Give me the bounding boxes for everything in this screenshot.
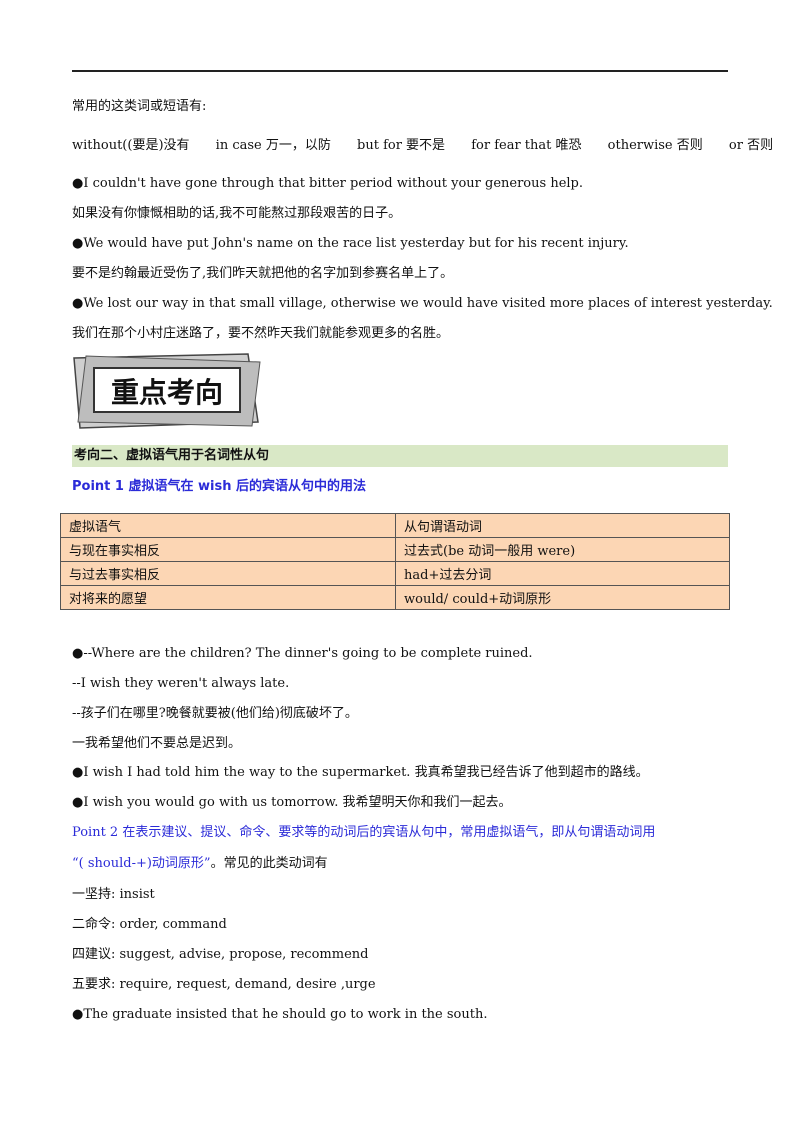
point2-line2: “( should-+)动词原形”。常见的此类动词有 [72, 855, 328, 873]
point2-line1: Point 2 在表示建议、提议、命令、要求等的动词后的宾语从句中，常用虚拟语气… [72, 825, 656, 840]
verb-group: 四建议: suggest, advise, propose, recommend [72, 947, 369, 962]
banner-text: 重点考向 [111, 376, 223, 409]
phrase-item: for fear that 唯恐 [471, 138, 582, 153]
table-cell: 过去式(be 动词一般用 were) [395, 537, 730, 562]
example-line: ●--Where are the children? The dinner's … [72, 646, 533, 661]
phrase-item: in case 万一，以防 [215, 138, 331, 153]
final-example: ●The graduate insisted that he should go… [72, 1007, 488, 1022]
table-cell: would/ could+动词原形 [395, 585, 730, 610]
phrase-item: otherwise 否则 [607, 138, 703, 153]
table-cell: 与过去事实相反 [60, 561, 396, 586]
table-row: 与过去事实相反 had+过去分词 [60, 561, 730, 586]
table-header-cell: 虚拟语气 [60, 513, 396, 538]
example-line: ●I wish I had told him the way to the su… [72, 765, 649, 780]
section-title: 考向二、虚拟语气用于名词性从句 [72, 445, 728, 467]
verb-group: 五要求: require, request, demand, desire ,u… [72, 977, 376, 992]
verb-group: 一坚持: insist [72, 887, 155, 902]
example-line: 一我希望他们不要总是迟到。 [72, 736, 242, 751]
phrase-item: or 否则 [728, 138, 774, 153]
example-zh: 要不是约翰最近受伤了,我们昨天就把他的名字加到参赛名单上了。 [72, 266, 454, 281]
example-line: --孩子们在哪里?晚餐就要被(他们给)彻底破坏了。 [72, 706, 358, 721]
top-rule [72, 70, 728, 72]
example-zh: 我们在那个小村庄迷路了，要不然昨天我们就能参观更多的名胜。 [72, 326, 450, 341]
table-header-row: 虚拟语气 从句谓语动词 [60, 513, 730, 538]
table-cell: 与现在事实相反 [60, 537, 396, 562]
phrase-item: without((要是)没有 [72, 138, 190, 153]
subjunctive-table: 虚拟语气 从句谓语动词 与现在事实相反 过去式(be 动词一般用 were) 与… [60, 513, 730, 610]
point2-rest: 。常见的此类动词有 [210, 856, 328, 871]
point2-formula: “( should-+)动词原形” [72, 856, 211, 871]
example-en: ●We lost our way in that small village, … [72, 296, 773, 311]
verb-group: 二命令: order, command [72, 917, 227, 932]
phrase-list: without((要是)没有 in case 万一，以防 but for 要不是… [72, 137, 795, 155]
table-row: 对将来的愿望 would/ could+动词原形 [60, 585, 730, 610]
table-header-cell: 从句谓语动词 [395, 513, 730, 538]
key-points-banner: 重点考向 [73, 353, 261, 429]
example-zh: 如果没有你慷慨相助的话,我不可能熬过那段艰苦的日子。 [72, 206, 402, 221]
example-line: ●I wish you would go with us tomorrow. 我… [72, 795, 512, 810]
point1-title: Point 1 虚拟语气在 wish 后的宾语从句中的用法 [72, 479, 366, 494]
example-line: --I wish they weren't always late. [72, 676, 290, 691]
table-cell: had+过去分词 [395, 561, 730, 586]
phrase-item: but for 要不是 [357, 138, 446, 153]
intro-heading: 常用的这类词或短语有: [72, 99, 207, 114]
example-en: ●I couldn't have gone through that bitte… [72, 176, 583, 191]
table-row: 与现在事实相反 过去式(be 动词一般用 were) [60, 537, 730, 562]
example-en: ●We would have put John's name on the ra… [72, 236, 629, 251]
table-cell: 对将来的愿望 [60, 585, 396, 610]
